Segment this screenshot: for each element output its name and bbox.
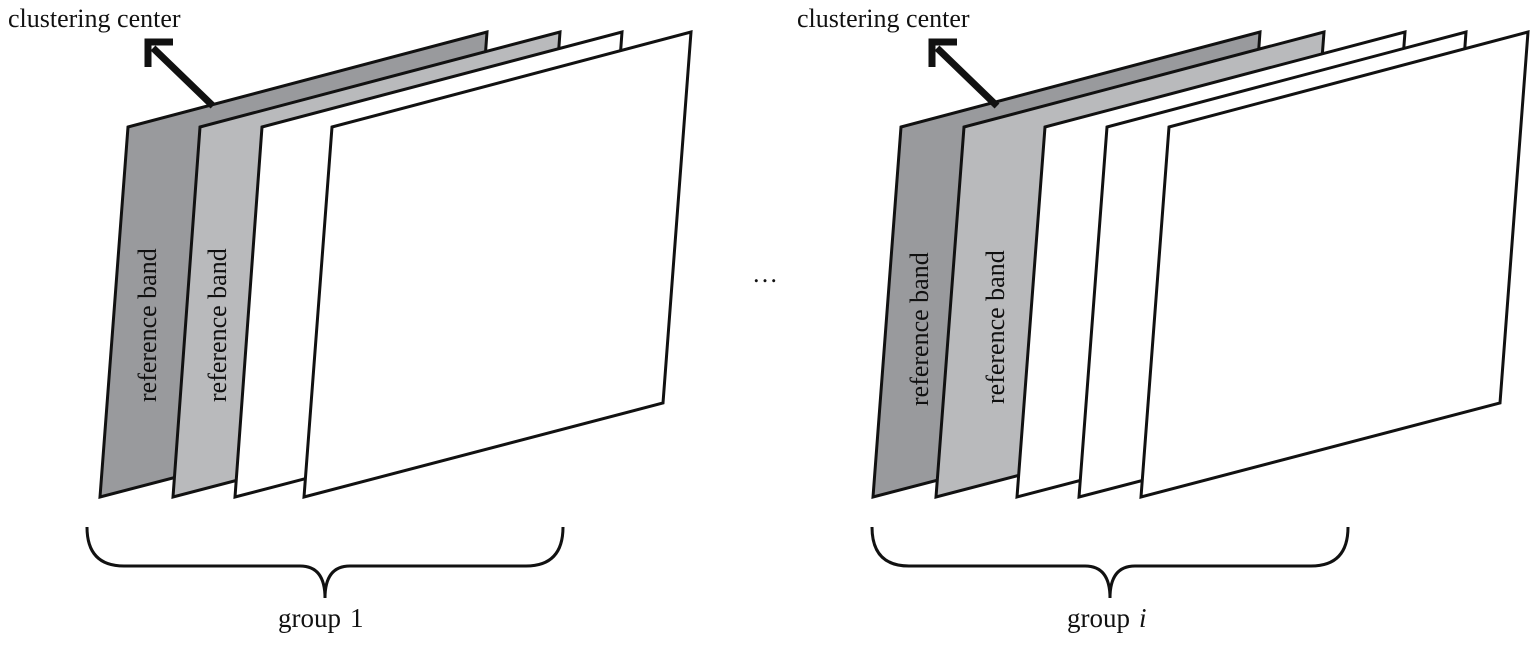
reference-band-label-1: reference band <box>905 252 934 406</box>
reference-band-label-2: reference band <box>203 248 232 402</box>
reference-band-label-1: reference band <box>133 248 162 402</box>
group-i: clustering center reference band referen… <box>797 4 1530 633</box>
clustering-center-label: clustering center <box>797 4 970 33</box>
band-sheet-4 <box>302 30 693 499</box>
band-sheet-5 <box>1139 30 1530 499</box>
clustering-center-label: clustering center <box>8 4 181 33</box>
ellipsis: … <box>752 259 778 288</box>
arrow-head-icon <box>928 38 957 67</box>
group-1: clustering center reference band referen… <box>8 4 693 633</box>
clustering-center-arrow <box>934 45 1000 109</box>
reference-band-label-2: reference band <box>981 250 1010 404</box>
arrow-head-icon <box>144 38 173 67</box>
group-brace <box>85 526 565 599</box>
group-brace <box>870 526 1350 599</box>
clustering-center-arrow <box>150 45 216 109</box>
